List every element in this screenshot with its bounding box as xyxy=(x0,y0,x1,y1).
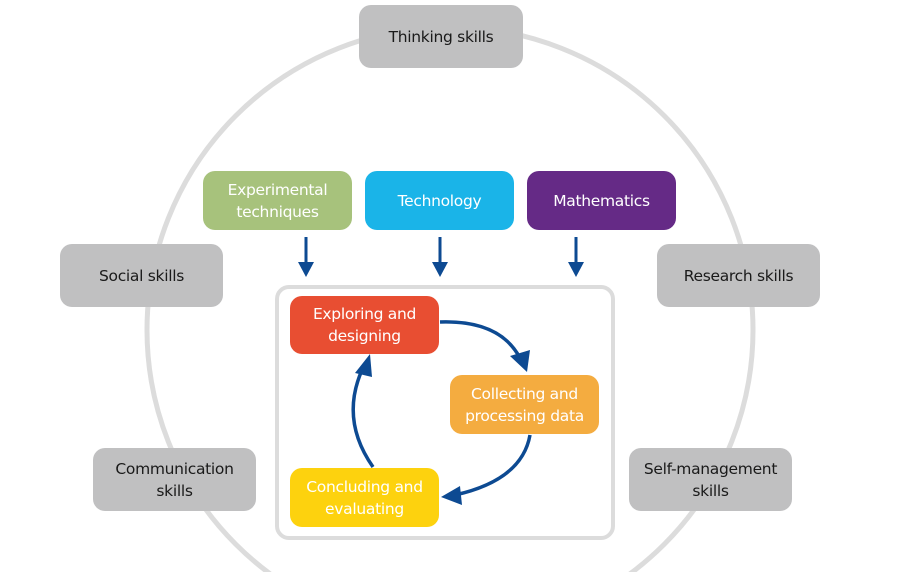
research-skills-label: Research skills xyxy=(683,266,794,285)
down-arrow-mathematics xyxy=(568,237,584,277)
communication-skills-label-line1: Communication xyxy=(115,459,234,478)
mathematics-box: Mathematics xyxy=(527,171,676,230)
self-management-skills-box: Self-management skills xyxy=(629,448,792,511)
cycle-arrow-explore-to-collect xyxy=(439,320,530,372)
exploring-designing-box: Exploring and designing xyxy=(290,296,439,354)
experimental-techniques-label-line1: Experimental xyxy=(227,180,328,199)
thinking-skills-box: Thinking skills xyxy=(359,5,523,68)
communication-skills-label-line2: skills xyxy=(156,481,193,500)
down-arrow-technology xyxy=(432,237,448,277)
thinking-skills-label: Thinking skills xyxy=(388,27,494,46)
concluding-label-line1: Concluding and xyxy=(306,477,423,496)
technology-label: Technology xyxy=(397,191,482,210)
technology-box: Technology xyxy=(365,171,514,230)
self-management-skills-label-line2: skills xyxy=(692,481,729,500)
cycle-arrow-conclude-to-explore xyxy=(351,354,375,469)
research-skills-box: Research skills xyxy=(657,244,820,307)
cycle-arrow-collect-to-conclude xyxy=(441,434,532,505)
collecting-label-line2: processing data xyxy=(465,406,584,425)
collecting-label-line1: Collecting and xyxy=(471,384,578,403)
exploring-label-line2: designing xyxy=(328,327,401,345)
exploring-label-line1: Exploring and xyxy=(312,305,417,323)
experimental-techniques-label-line2: techniques xyxy=(236,202,319,221)
mathematics-label: Mathematics xyxy=(553,191,650,210)
social-skills-box: Social skills xyxy=(60,244,223,307)
collecting-processing-box: Collecting and processing data xyxy=(450,375,599,434)
down-arrow-experimental xyxy=(298,237,314,277)
experimental-techniques-box: Experimental techniques xyxy=(203,171,352,230)
self-management-skills-label-line1: Self-management xyxy=(643,459,778,478)
concluding-evaluating-box: Concluding and evaluating xyxy=(290,468,439,527)
social-skills-label: Social skills xyxy=(98,266,185,285)
communication-skills-box: Communication skills xyxy=(93,448,256,511)
concluding-label-line2: evaluating xyxy=(325,499,404,518)
